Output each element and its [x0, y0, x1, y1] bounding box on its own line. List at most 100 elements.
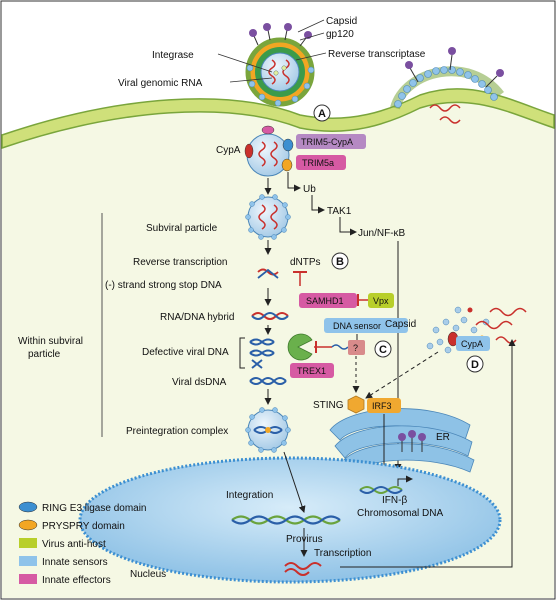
sting-icon — [347, 395, 365, 414]
reverse-transcriptase-label: Reverse transcriptase — [328, 49, 426, 60]
gp120-leader — [299, 32, 325, 41]
ifnb-dna-icon — [359, 475, 413, 494]
transcript-rna-icon — [284, 562, 322, 570]
samhd1-badge — [299, 293, 357, 308]
marker-a-text: A — [318, 108, 326, 120]
legend-label-4: Innate effectors — [42, 575, 111, 586]
legend-pryspry-icon — [18, 519, 38, 531]
capsid-to-sting-arrow — [365, 351, 439, 399]
viral-dsdna-label: Viral dsDNA — [172, 377, 227, 388]
er-virions — [398, 430, 426, 452]
capsid-leader — [297, 19, 325, 33]
marker-d-text: D — [471, 359, 479, 371]
marker-c — [374, 340, 392, 358]
subviral-particle — [245, 194, 291, 240]
trex1-text: TREX1 — [297, 366, 326, 376]
defective-dna-fragment-icon — [331, 344, 349, 350]
legend-label-3: Innate sensors — [42, 557, 108, 568]
irf3-text: IRF3 — [372, 401, 392, 411]
rna-export-arrow — [340, 339, 516, 568]
transcription-label: Transcription — [314, 548, 371, 559]
ub-arrow — [287, 172, 301, 192]
legend-anti-host-swatch — [19, 538, 37, 548]
marker-b — [331, 252, 349, 270]
viral-genomic-rna-label: Viral genomic RNA — [118, 78, 203, 89]
legend-ring-icon — [18, 501, 38, 513]
question-text: ? — [353, 343, 358, 353]
cypa-icon — [244, 143, 254, 159]
capsid-label: Capsid — [326, 16, 357, 27]
cypa-d-text: CypA — [461, 339, 483, 349]
trex1-badge — [290, 363, 334, 378]
marker-c-text: C — [379, 344, 387, 356]
pic-to-nucleus-arrow — [283, 451, 306, 513]
vpx-badge — [368, 293, 394, 308]
er-icon — [329, 408, 475, 475]
ifnb-label: IFN-β — [382, 495, 407, 506]
er-label: ER — [436, 432, 450, 443]
legend: RING E3 ligase domain PRYSPRY domain Vir… — [18, 501, 147, 586]
nucleus-label: Nucleus — [130, 569, 166, 580]
irf3-badge — [367, 398, 401, 413]
legend-label-1: PRYSPRY domain — [42, 521, 125, 532]
strand-stop-dna-icon — [257, 268, 279, 279]
legend-sensor-swatch — [19, 556, 37, 566]
integrase-leader — [217, 53, 273, 73]
nucleus — [78, 456, 502, 584]
budding-virus — [390, 47, 504, 124]
tak1-arrow — [311, 195, 325, 214]
preintegration-complex-icon — [245, 407, 291, 453]
ub-label: Ub — [303, 184, 316, 195]
within-subviral-label-1: Within subviral — [18, 336, 83, 347]
trim5a-text: TRIM5a — [302, 158, 334, 168]
defective-viral-dna-label: Defective viral DNA — [142, 347, 229, 358]
marker-d — [466, 355, 484, 373]
ring-domain-icon — [282, 138, 294, 152]
genomic-rna-leader — [229, 77, 273, 83]
rt-leader — [295, 52, 327, 61]
chromosomal-dna-label: Chromosomal DNA — [357, 508, 443, 519]
cypa-label: CypA — [216, 145, 241, 156]
capsid-with-trim5 — [244, 125, 294, 177]
defective-dna-icon — [249, 338, 275, 369]
chromosomal-dna-icon — [231, 515, 341, 525]
capsid-cypa-cluster — [426, 306, 527, 354]
trim5-cypa-text: TRIM5-CypA — [301, 137, 353, 147]
dna-sensor-badge — [324, 318, 408, 333]
subviral-particle-label: Subviral particle — [146, 223, 218, 234]
dntps-label: dNTPs — [290, 257, 321, 268]
strand-stop-dna-label: (-) strand strong stop DNA — [105, 280, 222, 291]
marker-b-text: B — [336, 256, 344, 268]
integrase-label: Integrase — [152, 50, 194, 61]
marker-a — [313, 104, 331, 122]
preintegration-complex-label: Preintegration complex — [126, 426, 228, 437]
rna-dna-hybrid-label: RNA/DNA hybrid — [160, 312, 234, 323]
gp120-label: gp120 — [326, 29, 354, 40]
capsid-d-label: Capsid — [385, 319, 416, 330]
defective-dna-bracket — [239, 337, 245, 369]
dna-sensor-text: DNA sensor — [333, 321, 381, 331]
jun-arrow — [339, 217, 357, 236]
unknown-sensor-badge — [348, 340, 365, 355]
trim5a-badge — [296, 155, 346, 170]
vpx-text: Vpx — [373, 296, 389, 306]
plasma-membrane — [1, 88, 555, 150]
pryspry-domain-icon — [281, 158, 293, 172]
virion — [245, 23, 315, 107]
integration-label: Integration — [226, 490, 273, 501]
legend-label-2: Virus anti-host — [42, 539, 106, 550]
rna-dna-hybrid-icon — [251, 312, 289, 320]
sting-label: STING — [313, 400, 344, 411]
cypa-d-badge — [456, 336, 490, 351]
samhd1-text: SAMHD1 — [306, 296, 344, 306]
tak1-label: TAK1 — [327, 206, 352, 217]
viral-dsdna-icon — [249, 377, 287, 385]
jun-nfkb-label: Jun/NF-κB — [358, 228, 406, 239]
within-subviral-label-2: particle — [28, 349, 61, 360]
legend-effector-swatch — [19, 574, 37, 584]
reverse-transcription-label: Reverse transcription — [133, 257, 227, 268]
trex1-pacman-icon — [287, 333, 313, 361]
legend-label-0: RING E3 ligase domain — [42, 503, 147, 514]
